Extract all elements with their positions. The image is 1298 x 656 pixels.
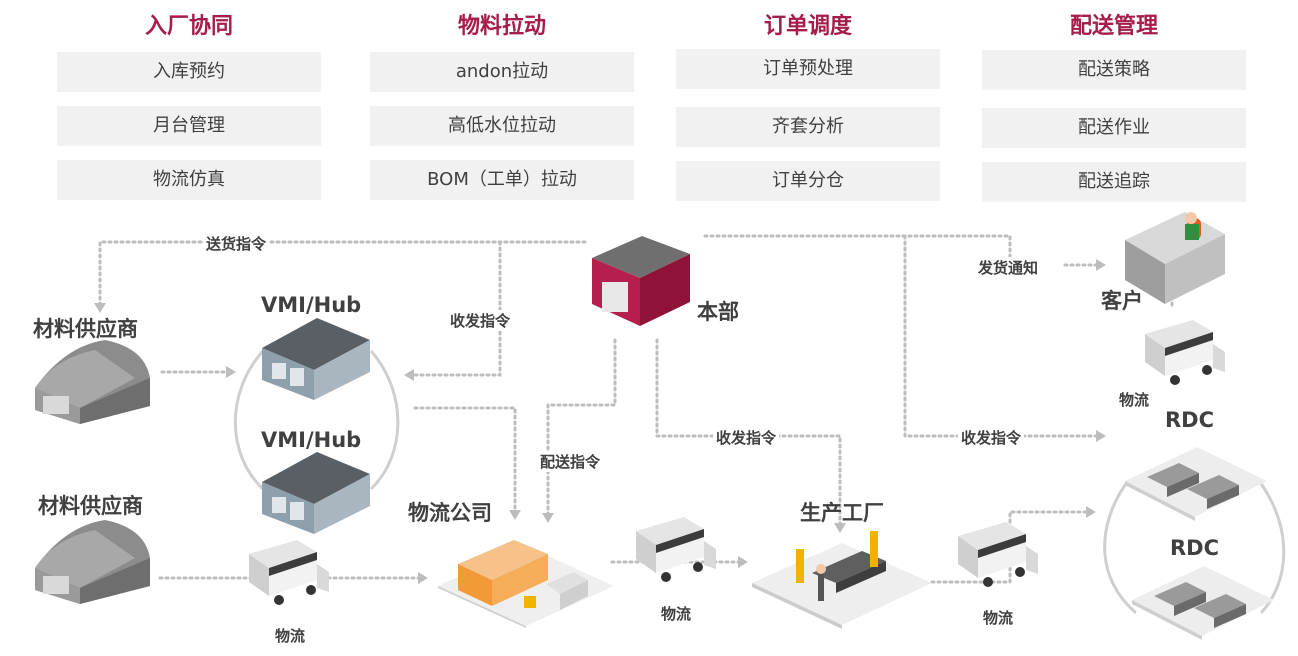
- label-supplier-1: 材料供应商: [33, 317, 138, 341]
- category-title-delivery: 配送管理: [1069, 14, 1158, 39]
- pill-logistics-simulation: 物流仿真: [57, 160, 321, 200]
- pill-water-level-pull: 高低水位拉动: [370, 106, 634, 146]
- pill-bom-pull: BOM（工单）拉动: [370, 160, 634, 200]
- label-logistics-supplier: 物流: [272, 625, 309, 646]
- pill-order-split: 订单分仓: [676, 161, 940, 201]
- pill-dock-management: 月台管理: [57, 106, 321, 146]
- delivery-truck-icon: [249, 540, 329, 605]
- connector-hq-dispatch: [546, 338, 617, 517]
- label-dispatch-instruction: 配送指令: [537, 451, 604, 472]
- pill-delivery-strategy: 配送策略: [982, 50, 1246, 90]
- factory-icon: [752, 531, 932, 629]
- label-logistics-company: 物流: [658, 603, 695, 624]
- rdc-warehouse-icon: [1125, 447, 1267, 521]
- label-logistics-customer: 物流: [1116, 389, 1153, 410]
- customer-desk-icon: [1125, 212, 1225, 304]
- vmi-warehouse-icon: [262, 452, 370, 534]
- label-factory: 生产工厂: [800, 501, 884, 525]
- vmi-warehouse-icon: [262, 318, 370, 400]
- pill-kit-analysis: 齐套分析: [676, 107, 940, 147]
- pill-delivery-operation: 配送作业: [982, 108, 1246, 148]
- label-rdc-1: RDC: [1165, 408, 1215, 432]
- category-title-order-dispatch: 订单调度: [763, 14, 852, 39]
- label-delivery-instruction: 送货指令: [203, 233, 270, 254]
- label-hq: 本部: [697, 300, 739, 324]
- pill-andon-pull: andon拉动: [370, 52, 634, 92]
- connector-vmi-logistics: [413, 406, 517, 514]
- category-title-inbound: 入厂协同: [144, 14, 233, 39]
- pill-order-preprocess: 订单预处理: [676, 49, 940, 89]
- connector-hq-rdc: [903, 234, 1100, 438]
- label-vmi-2: VMI/Hub: [261, 428, 362, 452]
- label-receive-send-1: 收发指令: [447, 310, 514, 331]
- pill-inbound-booking: 入库预约: [57, 52, 321, 92]
- supplier-warehouse-icon: [35, 520, 150, 604]
- connector-hq-shipping: [703, 234, 1012, 260]
- connector-hq-vmi: [410, 240, 502, 377]
- headquarters-building-icon: [592, 236, 690, 326]
- label-receive-send-2: 收发指令: [713, 427, 780, 448]
- delivery-truck-icon: [636, 517, 716, 582]
- logistics-company-icon: [438, 540, 614, 628]
- supplier-warehouse-icon: [35, 340, 150, 424]
- label-rdc-2: RDC: [1170, 536, 1220, 560]
- category-title-material-pull: 物料拉动: [457, 14, 546, 39]
- label-customer: 客户: [1101, 289, 1143, 313]
- label-receive-send-3: 收发指令: [958, 427, 1025, 448]
- rdc-warehouse-icon: [1132, 566, 1274, 640]
- label-supplier-2: 材料供应商: [38, 494, 143, 518]
- pill-delivery-tracking: 配送追踪: [982, 162, 1246, 202]
- label-logistics-company-node: 物流公司: [408, 501, 492, 525]
- delivery-truck-icon: [1145, 320, 1225, 385]
- delivery-truck-icon: [958, 522, 1038, 587]
- label-vmi-1: VMI/Hub: [261, 293, 362, 317]
- label-shipping-notice: 发货通知: [975, 257, 1042, 278]
- label-logistics-factory: 物流: [980, 607, 1017, 628]
- connector-delivery-instruction: [98, 240, 587, 307]
